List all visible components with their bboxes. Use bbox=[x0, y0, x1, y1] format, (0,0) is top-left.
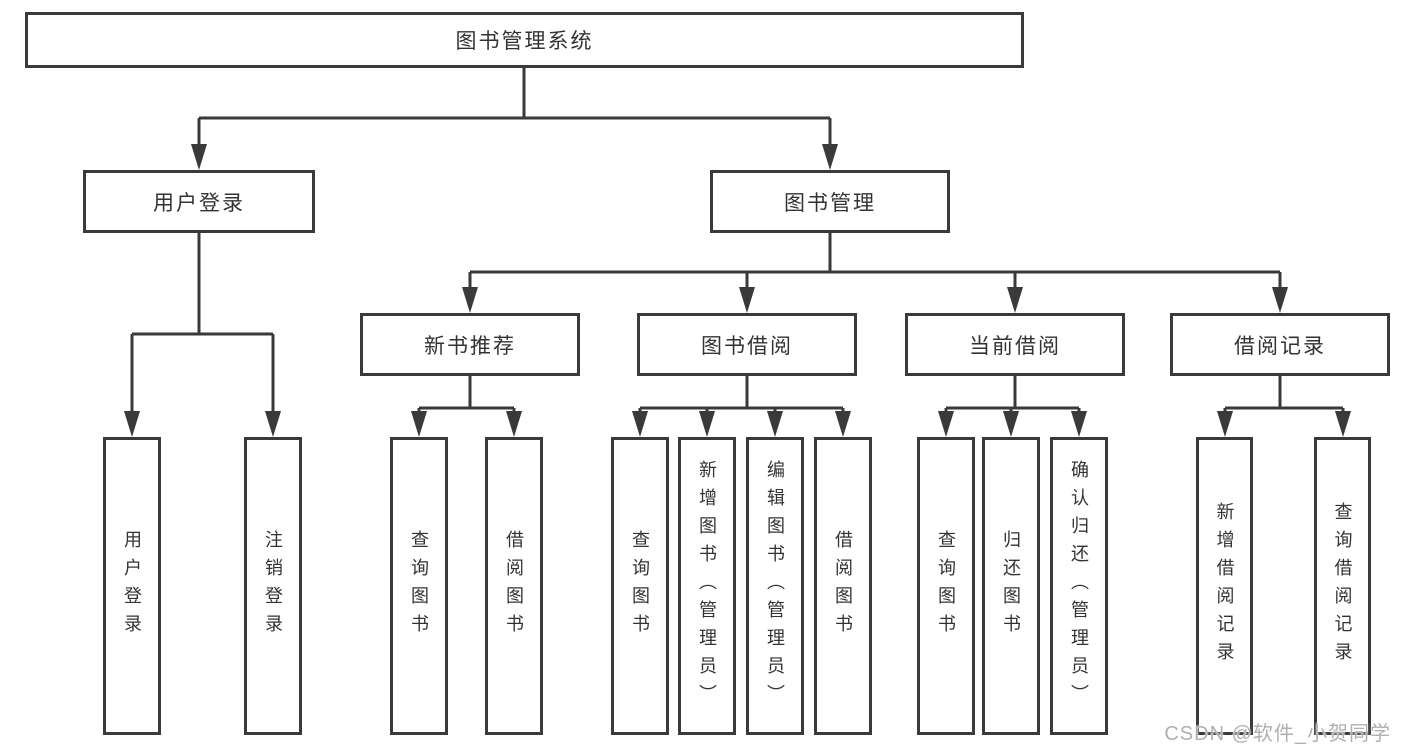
node-new-book-recommend: 新书推荐 bbox=[360, 313, 580, 376]
leaf-br-add-record: 新增借阅记录 bbox=[1196, 437, 1253, 735]
leaf-bb-add-books-admin: 新增图书（管理员） bbox=[678, 437, 736, 735]
leaf-cb-return-books-label: 归还图书 bbox=[1001, 530, 1021, 642]
leaf-cb-confirm-return-admin-label: 确认归还（管理员） bbox=[1069, 460, 1089, 712]
leaf-br-query-record-label: 查询借阅记录 bbox=[1332, 502, 1353, 670]
leaf-br-query-record: 查询借阅记录 bbox=[1314, 437, 1371, 735]
leaf-cb-query-books: 查询图书 bbox=[917, 437, 975, 735]
node-user-login: 用户登录 bbox=[83, 170, 315, 233]
leaf-br-add-record-label: 新增借阅记录 bbox=[1214, 502, 1235, 670]
leaf-bb-add-books-admin-label: 新增图书（管理员） bbox=[697, 460, 717, 712]
leaf-cb-query-books-label: 查询图书 bbox=[936, 530, 956, 642]
node-book-borrowing: 图书借阅 bbox=[637, 313, 857, 376]
node-current-borrowing-label: 当前借阅 bbox=[969, 334, 1061, 358]
leaf-nb-query-books-label: 查询图书 bbox=[409, 530, 429, 642]
leaf-bb-edit-books-admin: 编辑图书（管理员） bbox=[746, 437, 804, 735]
node-root-label: 图书管理系统 bbox=[455, 30, 594, 53]
leaf-bb-borrow-books: 借阅图书 bbox=[814, 437, 872, 735]
leaf-bb-borrow-books-label: 借阅图书 bbox=[833, 530, 853, 642]
leaf-user-login: 用户登录 bbox=[103, 437, 161, 735]
leaf-nb-query-books: 查询图书 bbox=[390, 437, 448, 735]
leaf-logout: 注销登录 bbox=[244, 437, 302, 735]
leaf-nb-borrow-books: 借阅图书 bbox=[485, 437, 543, 735]
node-book-management-label: 图书管理 bbox=[784, 191, 876, 215]
node-current-borrowing: 当前借阅 bbox=[905, 313, 1125, 376]
node-borrowing-records: 借阅记录 bbox=[1170, 313, 1390, 376]
node-book-management: 图书管理 bbox=[710, 170, 950, 233]
leaf-user-login-label: 用户登录 bbox=[122, 530, 142, 642]
node-root: 图书管理系统 bbox=[25, 12, 1024, 68]
leaf-nb-borrow-books-label: 借阅图书 bbox=[504, 530, 524, 642]
leaf-cb-return-books: 归还图书 bbox=[982, 437, 1040, 735]
csdn-watermark: CSDN @软件_小贺同学 bbox=[1164, 723, 1391, 745]
node-new-book-recommend-label: 新书推荐 bbox=[424, 334, 516, 358]
leaf-cb-confirm-return-admin: 确认归还（管理员） bbox=[1050, 437, 1108, 735]
node-user-login-label: 用户登录 bbox=[153, 191, 245, 215]
node-book-borrowing-label: 图书借阅 bbox=[701, 334, 793, 358]
leaf-bb-query-books: 查询图书 bbox=[611, 437, 669, 735]
leaf-logout-label: 注销登录 bbox=[263, 530, 283, 642]
leaf-bb-query-books-label: 查询图书 bbox=[630, 530, 650, 642]
leaf-bb-edit-books-admin-label: 编辑图书（管理员） bbox=[765, 460, 785, 712]
node-borrowing-records-label: 借阅记录 bbox=[1234, 334, 1326, 358]
